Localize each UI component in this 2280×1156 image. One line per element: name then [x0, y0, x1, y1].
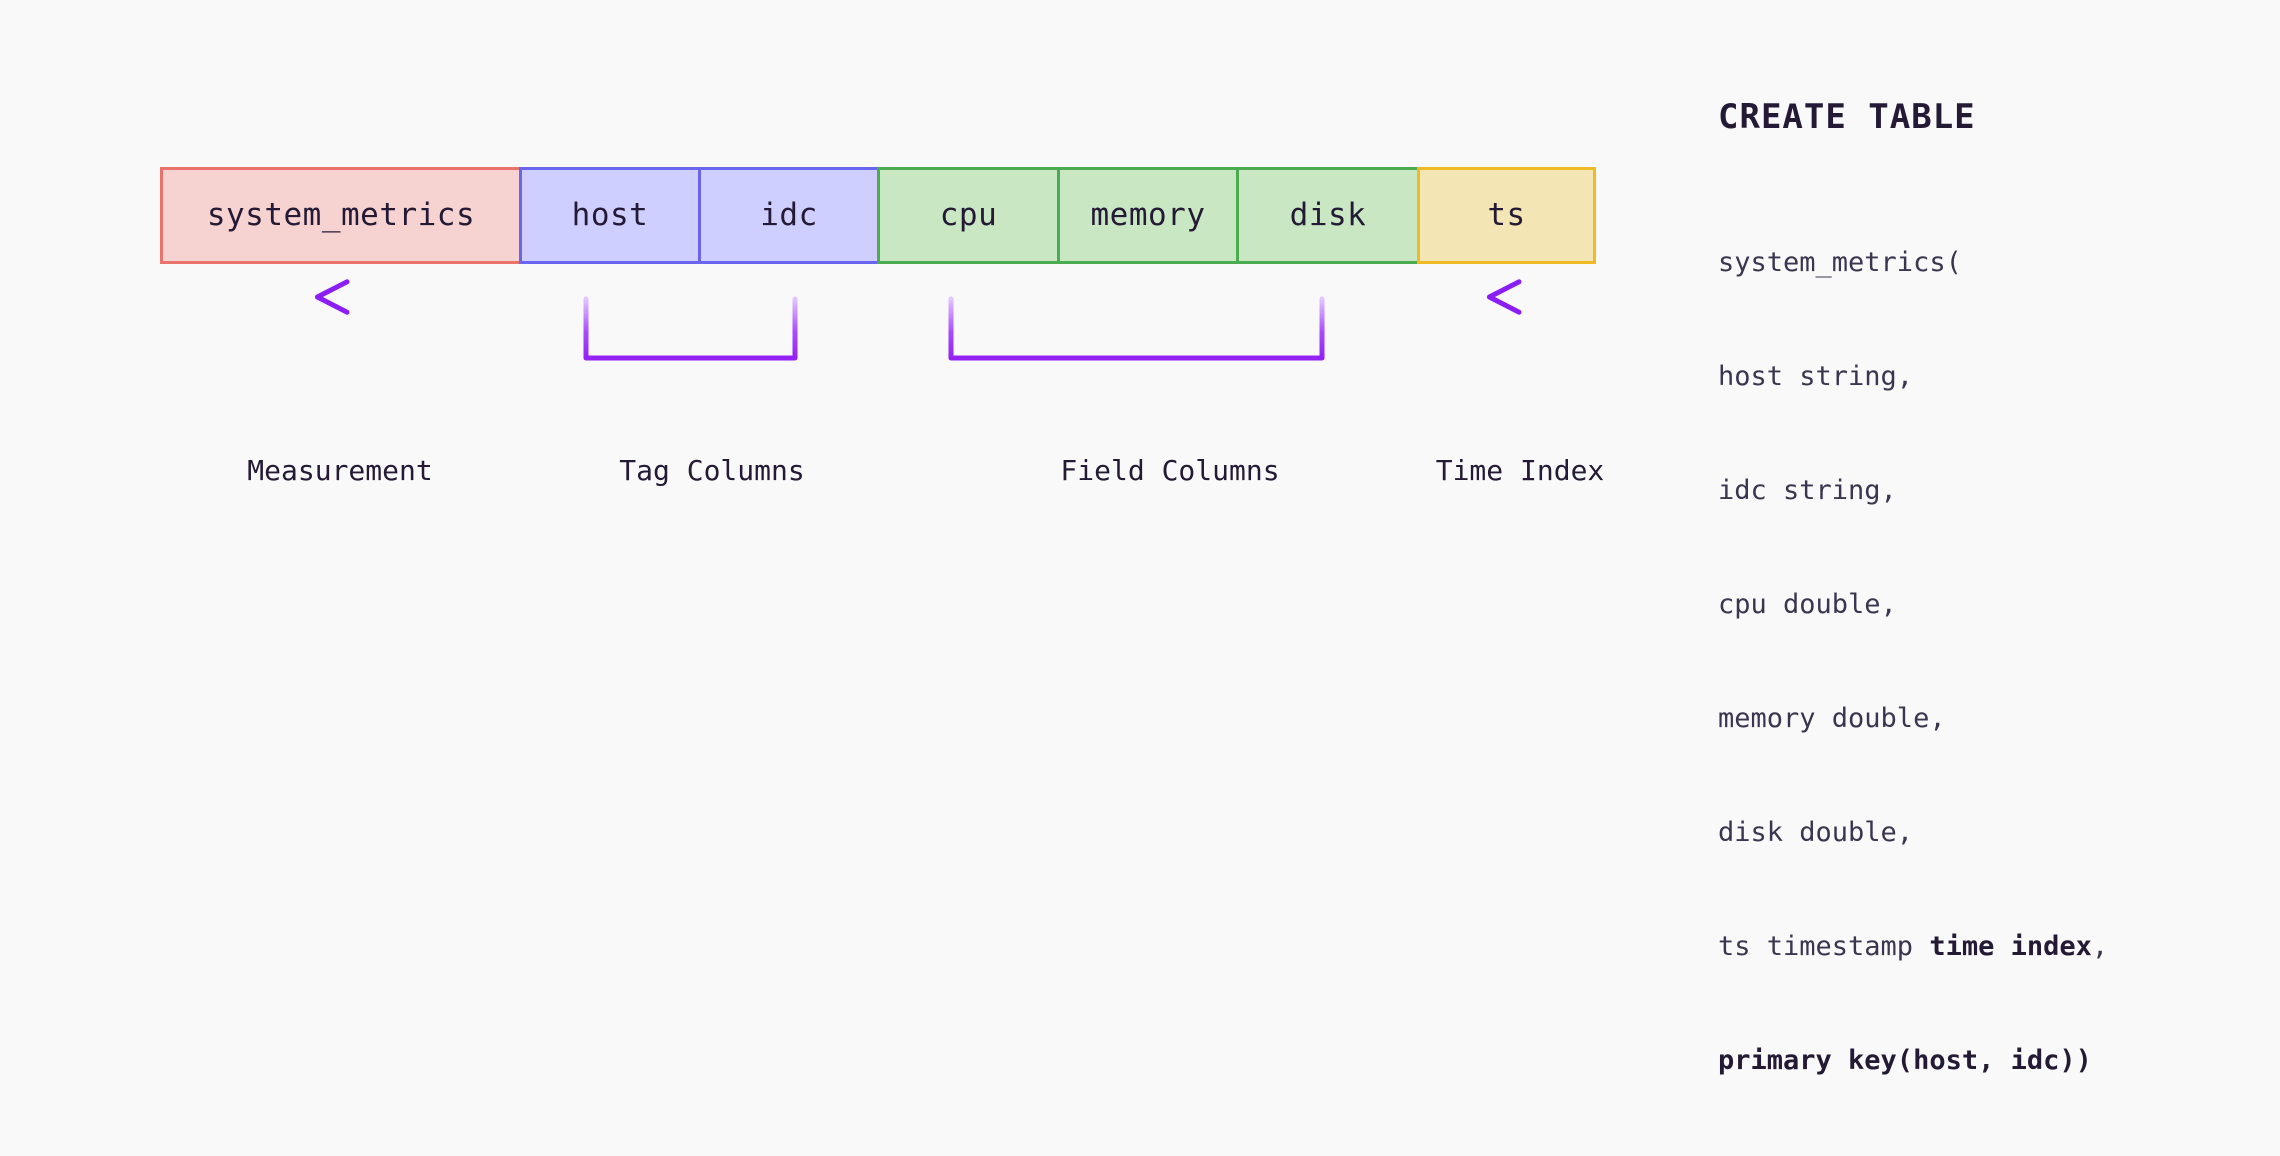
diagram-canvas: system_metrics host idc cpu memory disk …	[160, 100, 2108, 1076]
sql-line: host string,	[1718, 361, 1914, 392]
schema-cell-disk[interactable]: disk	[1236, 167, 1420, 264]
schema-cell-label: disk	[1289, 197, 1367, 233]
schema-cell-ts[interactable]: ts	[1417, 167, 1596, 264]
sql-keyword-primary-key: primary key(host, idc))	[1718, 1045, 2092, 1076]
annotation-label-time-index: Time Index	[1436, 457, 1605, 485]
tag-columns-bracket	[583, 296, 798, 411]
schema-cell-label: system_metrics	[206, 197, 476, 233]
schema-cell-idc[interactable]: idc	[698, 167, 880, 264]
sql-line: disk double,	[1718, 817, 1914, 848]
sql-line-time-index: ts timestamp time index,	[1718, 928, 2238, 966]
schema-cell-label: ts	[1487, 197, 1526, 233]
annotation-text: Tag Columns	[619, 454, 805, 487]
sql-panel-title: CREATE TABLE	[1718, 97, 1976, 137]
annotation-text: Measurement	[247, 454, 433, 487]
sql-text-tail: ,	[2091, 931, 2109, 962]
sql-panel: CREATE TABLE system_metrics( host string…	[1718, 100, 2238, 1156]
schema-cell-measurement[interactable]: system_metrics	[160, 167, 522, 264]
sql-line-primary-key: primary key(host, idc))	[1718, 1042, 2238, 1080]
sql-line: memory double,	[1718, 703, 1946, 734]
annotation-label-measurement: Measurement	[247, 457, 432, 485]
schema-cell-memory[interactable]: memory	[1057, 167, 1239, 264]
sql-line: system_metrics(	[1718, 247, 1962, 278]
schema-cell-label: cpu	[939, 197, 998, 233]
annotation-text: Time Index	[1435, 454, 1605, 487]
sql-line: idc string,	[1718, 475, 1897, 506]
sql-line: cpu double,	[1718, 589, 1897, 620]
schema-cell-host[interactable]: host	[519, 167, 701, 264]
schema-cell-label: memory	[1090, 197, 1206, 233]
sql-code-block: system_metrics( host string, idc string,…	[1718, 168, 2238, 1156]
schema-column-row: system_metrics host idc cpu memory disk …	[160, 167, 1596, 264]
field-columns-bracket	[948, 296, 1325, 411]
sql-text-plain: ts timestamp	[1718, 931, 1930, 962]
annotation-label-tag-columns: Tag Columns	[619, 457, 804, 485]
schema-cell-cpu[interactable]: cpu	[877, 167, 1060, 264]
schema-cell-label: host	[571, 197, 649, 233]
schema-cell-label: idc	[760, 197, 818, 233]
annotation-text: Field Columns	[1060, 454, 1280, 487]
sql-keyword-time-index: time index	[1929, 931, 2092, 962]
annotation-label-field-columns: Field Columns	[1060, 457, 1279, 485]
